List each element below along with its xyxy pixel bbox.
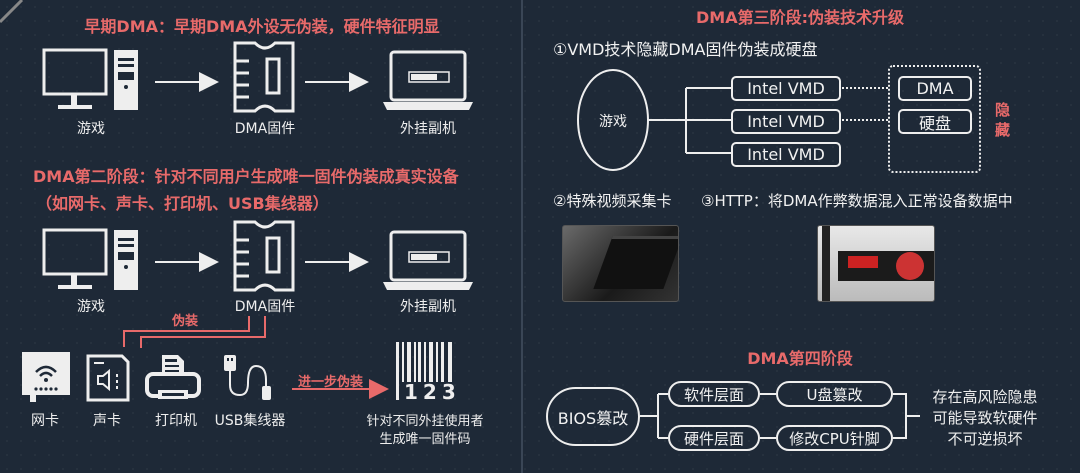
stage3-title: DMA第三阶段:伪装技术升级 [696,8,904,27]
device-printer: 打印机 [155,413,197,429]
label-dma-firmware: DMA固件 [234,121,296,137]
software-level-node: 软件层面 [668,381,760,407]
label-dma-firmware: DMA固件 [234,299,296,315]
device-network-card: 网卡 [31,413,59,429]
usb-cable-icon [224,355,271,400]
stage2-title: DMA第二阶段：针对不同用户生成唯一固件伪装成真实设备 [33,167,459,186]
intel-vmd-box: Intel VMD [731,142,841,167]
stage3-item1: ①VMD技术隐藏DMA固件伪装成硬盘 [553,40,818,59]
label-cheat-machine: 外挂副机 [400,121,456,137]
stage1-title: 早期DMA：早期DMA外设无伪装，硬件特征明显 [84,17,440,36]
device-usb-hub: USB集线器 [214,413,286,429]
vmd-game-node: 游戏 [599,114,627,130]
stage3-item3: ③HTTP：将DMA作弊数据混入正常设备数据中 [701,192,1013,210]
intel-vmd-box: Intel VMD [731,109,841,134]
barcode-caption-line2: 生成唯一固件码 [379,432,471,447]
printer-icon [145,355,201,399]
barcode-caption-line1: 针对不同外挂使用者 [366,414,484,429]
disguise-label: 伪装 [172,314,199,329]
network-card-icon [22,352,70,402]
hardware-level-node: 硬件层面 [668,425,760,451]
risk-line1: 存在高风险隐患 [932,388,1038,406]
further-disguise-label: 进一步伪装 [298,375,364,390]
capture-card-photo [562,225,679,302]
pci-device-photo [817,225,935,302]
intel-vmd-box: Intel VMD [731,76,841,101]
barcode-digits: 123 [404,380,461,404]
label-game: 游戏 [77,299,105,315]
barcode-icon [396,342,452,400]
bios-tamper-node: BIOS篡改 [546,387,640,446]
stage3-item2: ②特殊视频采集卡 [553,192,672,210]
label-cheat-machine: 外挂副机 [400,299,456,315]
stage4-title: DMA第四阶段 [747,349,853,368]
hidden-disk-box: 硬盘 [898,109,972,134]
cpu-pin-mod-node: 修改CPU针脚 [776,425,893,451]
risk-line3: 不可逆损坏 [947,430,1023,448]
hidden-dma-box: DMA [898,76,972,101]
device-sound-card: 声卡 [93,413,121,429]
label-game: 游戏 [77,121,105,137]
sound-card-icon [86,354,130,402]
usb-tamper-node: U盘篡改 [776,381,893,407]
hidden-label: 隐藏 [995,101,1011,139]
risk-line2: 可能导致软硬件 [932,409,1038,427]
stage2-subtitle: （如网卡、声卡、打印机、USB集线器） [36,194,329,213]
